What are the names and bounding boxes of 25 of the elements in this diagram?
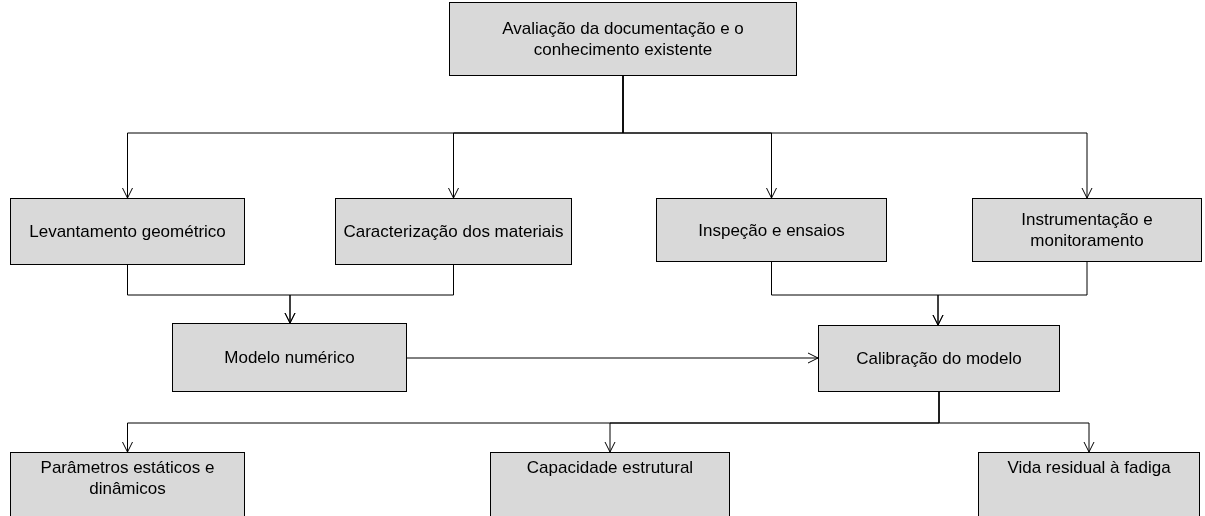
box-label: Modelo numérico xyxy=(223,347,356,368)
process-box xyxy=(10,452,245,516)
process-box xyxy=(818,325,1060,392)
box-label: Avaliação da documentação e o conhecimento existente xyxy=(501,18,745,60)
arrow xyxy=(938,391,1095,453)
arrow xyxy=(932,261,1088,326)
process-box xyxy=(335,198,572,265)
box-label: Inspeção e ensaios xyxy=(697,219,846,241)
process-box xyxy=(172,323,407,392)
process-box xyxy=(10,198,245,265)
arrow xyxy=(284,264,454,324)
process-box xyxy=(978,452,1200,516)
box-label: Vida residual à fadiga xyxy=(1006,457,1172,478)
box-label: Levantamento geométrico xyxy=(28,221,227,242)
arrow xyxy=(622,75,1093,199)
process-box xyxy=(656,198,887,262)
arrow xyxy=(406,352,819,364)
box-label: Calibração do modelo xyxy=(855,348,1023,369)
process-box xyxy=(449,2,797,76)
process-box xyxy=(490,452,730,516)
box-label: Instrumentação e monitoramento xyxy=(1020,209,1154,251)
box-label: Parâmetros estáticos e dinâmicos xyxy=(39,457,216,499)
process-box xyxy=(972,198,1202,262)
box-label: Capacidade estrutural xyxy=(525,457,695,478)
box-label: Caracterização dos materiais xyxy=(342,221,565,242)
